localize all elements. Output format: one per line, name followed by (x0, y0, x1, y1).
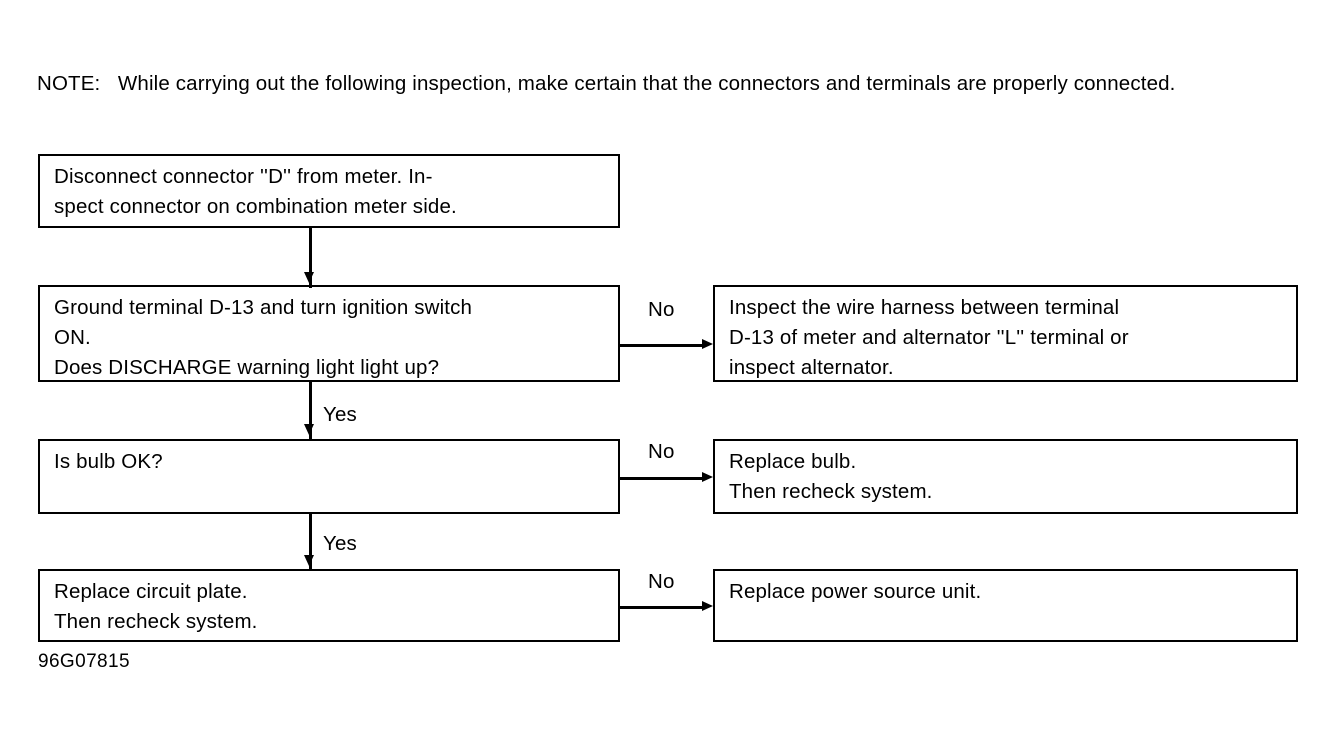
connector-disconnect-to-ground (309, 228, 312, 288)
flow-box-is-bulb-ok: Is bulb OK? (38, 439, 620, 514)
branch-label-yes-ground: Yes (323, 403, 357, 426)
flow-box-replace-bulb-text: Replace bulb. Then recheck system. (729, 450, 933, 503)
flow-box-replace-bulb: Replace bulb. Then recheck system. (713, 439, 1298, 514)
connector-bulb-to-replace-bulb (620, 477, 706, 480)
flow-box-disconnect-connector-text: Disconnect connector ''D'' from meter. I… (54, 165, 457, 218)
connector-bulb-to-circuit-plate (309, 514, 312, 571)
branch-label-yes-bulb: Yes (323, 532, 357, 555)
arrow-right-icon (702, 472, 713, 482)
flow-box-replace-circuit-plate-text: Replace circuit plate. Then recheck syst… (54, 580, 258, 633)
connector-circuit-plate-to-power-source (620, 606, 706, 609)
flow-box-replace-circuit-plate: Replace circuit plate. Then recheck syst… (38, 569, 620, 642)
branch-label-no-bulb: No (648, 440, 675, 463)
connector-ground-to-harness (620, 344, 706, 347)
arrow-down-icon (304, 424, 314, 435)
branch-label-no-circuit-plate: No (648, 570, 675, 593)
arrow-right-icon (702, 339, 713, 349)
flow-box-replace-power-source-unit: Replace power source unit. (713, 569, 1298, 642)
flow-box-ground-terminal-text: Ground terminal D-13 and turn ignition s… (54, 296, 473, 379)
connector-ground-to-bulb (309, 382, 312, 441)
flow-box-inspect-wire-harness-text: Inspect the wire harness between termina… (729, 296, 1129, 379)
arrow-down-icon (304, 272, 314, 283)
branch-label-no-ground: No (648, 298, 675, 321)
note-paragraph: NOTE: While carrying out the following i… (37, 72, 1176, 95)
arrow-right-icon (702, 601, 713, 611)
flow-box-ground-terminal: Ground terminal D-13 and turn ignition s… (38, 285, 620, 382)
flow-box-inspect-wire-harness: Inspect the wire harness between termina… (713, 285, 1298, 382)
arrow-down-icon (304, 555, 314, 566)
figure-reference-code: 96G07815 (38, 651, 130, 672)
flow-box-replace-power-source-unit-text: Replace power source unit. (729, 580, 982, 603)
flow-box-is-bulb-ok-text: Is bulb OK? (54, 450, 163, 473)
flow-box-disconnect-connector: Disconnect connector ''D'' from meter. I… (38, 154, 620, 228)
